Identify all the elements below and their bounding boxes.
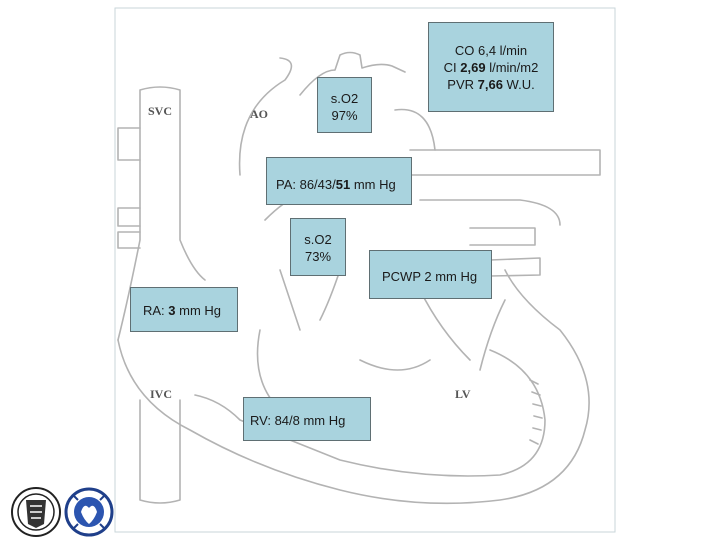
aortic-arch bbox=[238, 51, 436, 176]
pcwp-box: PCWP 2 mm Hg bbox=[369, 250, 492, 299]
pvr-value: 7,66 bbox=[477, 77, 503, 92]
pa-suffix: mm Hg bbox=[350, 177, 396, 192]
diagram-frame bbox=[114, 7, 616, 533]
pa-mean: 51 bbox=[335, 177, 351, 192]
heart-wall bbox=[117, 269, 590, 505]
pulmonary-vein-left bbox=[117, 127, 141, 249]
ra-suffix: mm Hg bbox=[175, 303, 222, 318]
pulmonary-vein-right bbox=[469, 227, 541, 277]
pulmonary-vascular-resistance: PVR 7,66 W.U. bbox=[429, 76, 553, 93]
ra-pressure-box: RA: 3 mm Hg bbox=[130, 287, 238, 332]
ci-suffix: l/min/m2 bbox=[485, 60, 539, 75]
so2-aortic-value: 97% bbox=[331, 108, 358, 123]
so2-pulmonary-box: s.O2 73% bbox=[290, 218, 346, 276]
label-svc: SVC bbox=[148, 104, 172, 118]
cardiac-output: CO 6,4 l/min bbox=[454, 43, 528, 58]
pcwp-text: PCWP 2 mm Hg bbox=[382, 269, 478, 284]
so2-aortic-label: s.O2 bbox=[330, 91, 359, 106]
ci-value: 2,69 bbox=[460, 60, 486, 75]
trabeculae bbox=[529, 379, 543, 445]
rv-pressure-box: RV: 84/8 mm Hg bbox=[243, 397, 371, 441]
ra-prefix: RA: bbox=[143, 303, 169, 318]
pa-prefix: PA: 86/43/ bbox=[276, 177, 336, 192]
cardiac-index: CI 2,69 l/min/m2 bbox=[429, 59, 553, 76]
label-lv: LV bbox=[455, 387, 471, 401]
so2-pulmonary-value: 73% bbox=[304, 249, 332, 264]
ci-prefix: CI bbox=[443, 60, 461, 75]
rv-text: RV: 84/8 mm Hg bbox=[250, 413, 346, 428]
pvr-prefix: PVR bbox=[447, 77, 478, 92]
university-seal-icon bbox=[11, 487, 61, 537]
pvr-suffix: W.U. bbox=[502, 77, 535, 92]
so2-aortic-box: s.O2 97% bbox=[317, 77, 372, 133]
so2-pulmonary-label: s.O2 bbox=[304, 232, 332, 247]
heart-septum bbox=[256, 269, 506, 411]
ra-value: 3 bbox=[168, 303, 176, 318]
heart-center-logo-icon bbox=[64, 487, 114, 537]
hemodynamics-box: CO 6,4 l/min CI 2,69 l/min/m2 PVR 7,66 W… bbox=[428, 22, 554, 112]
label-ao: AO bbox=[250, 107, 268, 121]
label-ivc: IVC bbox=[150, 387, 172, 401]
pa-pressure-box: PA: 86/43/51 mm Hg bbox=[266, 157, 412, 205]
vena-cava-outline bbox=[117, 86, 206, 504]
ventricle-inner-wall bbox=[194, 349, 546, 477]
